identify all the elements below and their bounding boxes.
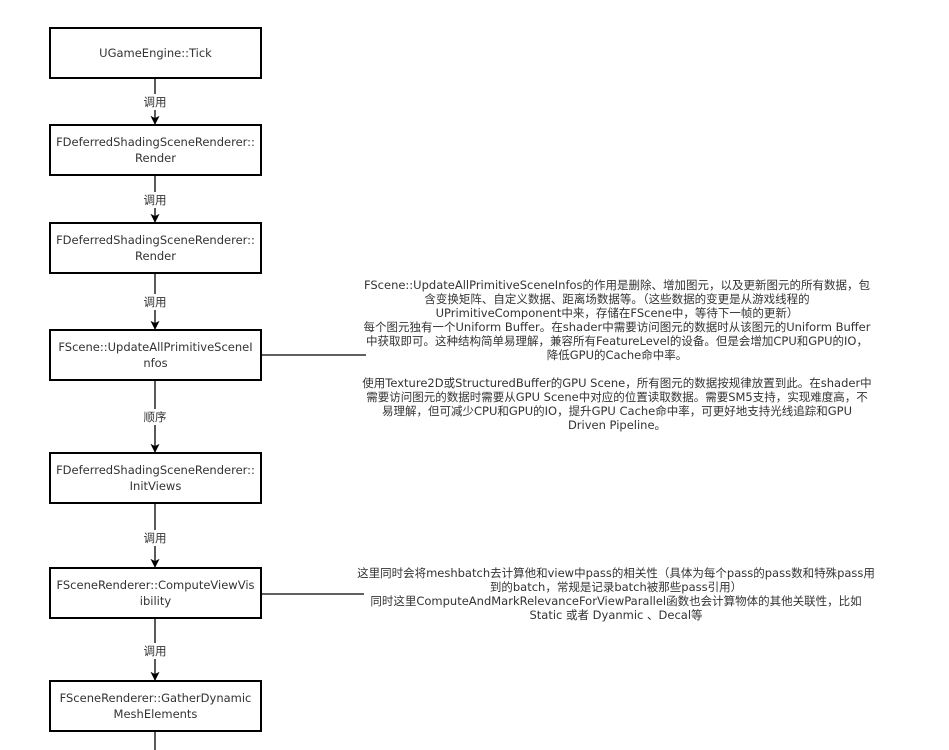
node-init-views[interactable]: FDeferredShadingSceneRenderer::InitViews (49, 452, 262, 504)
node-label: FDeferredShadingSceneRenderer::Render (55, 232, 256, 264)
node-label: FDeferredShadingSceneRenderer::InitViews (55, 462, 256, 494)
edge-label-n5-n6: 调用 (143, 530, 168, 546)
node-label: FSceneRenderer::GatherDynamicMeshElement… (55, 690, 256, 722)
node-label: FSceneRenderer::ComputeViewVisibility (55, 577, 256, 609)
note-paragraph: 这里同时会将meshbatch去计算他和view中pass的相关性（具体为每个p… (356, 566, 876, 594)
note-paragraph: FScene::UpdateAllPrimitiveSceneInfos的作用是… (362, 278, 872, 320)
note-paragraph: 同时这里ComputeAndMarkRelevanceForViewParall… (356, 594, 876, 622)
node-update-all-primitive-scene-infos[interactable]: FScene::UpdateAllPrimitiveSceneInfos (49, 329, 262, 381)
note-paragraph: 每个图元独有一个Uniform Buffer。在shader中需要访问图元的数据… (362, 320, 872, 362)
edge-label-n1-n2: 调用 (143, 94, 168, 110)
node-label: FDeferredShadingSceneRenderer::Render (55, 134, 256, 166)
node-compute-view-visibility[interactable]: FSceneRenderer::ComputeViewVisibility (49, 567, 262, 619)
edge-label-n3-n4: 调用 (143, 294, 168, 310)
node-ugameengine-tick[interactable]: UGameEngine::Tick (49, 27, 262, 79)
note-update-scene-infos: FScene::UpdateAllPrimitiveSceneInfos的作用是… (362, 278, 872, 432)
note-spacer (362, 362, 872, 376)
node-render-1[interactable]: FDeferredShadingSceneRenderer::Render (49, 124, 262, 176)
note-paragraph: 使用Texture2D或StructuredBuffer的GPU Scene，所… (362, 376, 872, 432)
node-render-2[interactable]: FDeferredShadingSceneRenderer::Render (49, 222, 262, 274)
note-compute-view-visibility: 这里同时会将meshbatch去计算他和view中pass的相关性（具体为每个p… (356, 566, 876, 622)
edge-label-n4-n5: 顺序 (143, 409, 168, 425)
edge-label-n2-n3: 调用 (143, 192, 168, 208)
node-label: FScene::UpdateAllPrimitiveSceneInfos (55, 339, 256, 371)
node-gather-dynamic-mesh-elements[interactable]: FSceneRenderer::GatherDynamicMeshElement… (49, 680, 262, 732)
node-label: UGameEngine::Tick (99, 45, 212, 61)
edge-label-n6-n7: 调用 (143, 643, 168, 659)
